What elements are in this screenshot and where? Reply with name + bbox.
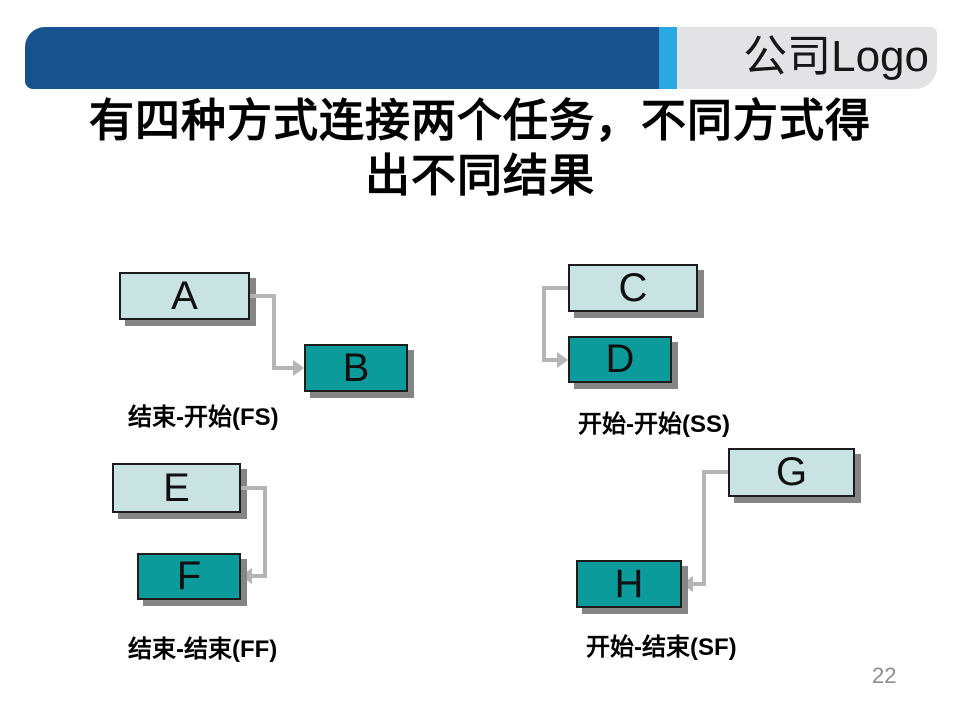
task-box-d: D [568, 336, 672, 383]
task-box-b: B [304, 344, 408, 392]
task-box-a: A [119, 272, 250, 320]
logo-area: 公司Logo [677, 27, 937, 89]
fs-link-label: 结束-开始(FS) [128, 404, 279, 431]
task-box-g: G [728, 448, 855, 497]
company-logo-text: 公司Logo [743, 32, 929, 81]
task-box-c: C [568, 264, 698, 312]
sf-connector-segment [692, 582, 706, 586]
sf-connector-segment [702, 470, 706, 586]
task-box-c-label: C [618, 265, 648, 310]
ff-connector-segment [252, 574, 267, 578]
ss-connector-segment [542, 286, 568, 290]
ss-connector-segment [542, 286, 546, 362]
ff-link-label: 结束-结束(FF) [128, 636, 278, 663]
task-box-f-label: F [176, 554, 202, 598]
fs-arrowhead-icon [293, 360, 304, 376]
task-box-f: F [137, 553, 241, 600]
task-box-e: E [112, 463, 241, 513]
ff-connector-segment [241, 486, 267, 490]
task-box-g-label: G [775, 450, 808, 494]
page-title-line1: 有四种方式连接两个任务，不同方式得 [88, 95, 871, 146]
ss-arrowhead-icon [557, 352, 568, 368]
ss-link-label: 开始-开始(SS) [578, 411, 730, 438]
task-box-h: H [576, 560, 682, 608]
sf-link-label: 开始-结束(SF) [586, 634, 737, 661]
page-title-line2: 出不同结果 [364, 149, 595, 201]
sf-arrowhead-icon [682, 576, 693, 592]
sf-connector-segment [702, 470, 728, 474]
task-box-a-label: A [171, 273, 198, 318]
fs-connector-segment [272, 366, 294, 370]
header-bar [25, 27, 659, 89]
page-title: 有四种方式连接两个任务，不同方式得 出不同结果 [40, 94, 920, 204]
fs-connector-segment [272, 294, 276, 370]
fs-connector-segment [250, 294, 276, 298]
ss-connector-segment [546, 358, 558, 362]
task-box-d-label: D [605, 337, 635, 381]
task-box-b-label: B [342, 345, 370, 390]
ff-connector-segment [263, 486, 267, 578]
header-accent-stripe [659, 27, 677, 89]
task-box-h-label: H [614, 561, 644, 606]
ff-arrowhead-icon [241, 568, 252, 584]
task-box-e-label: E [163, 465, 190, 510]
page-number: 22 [872, 663, 897, 688]
